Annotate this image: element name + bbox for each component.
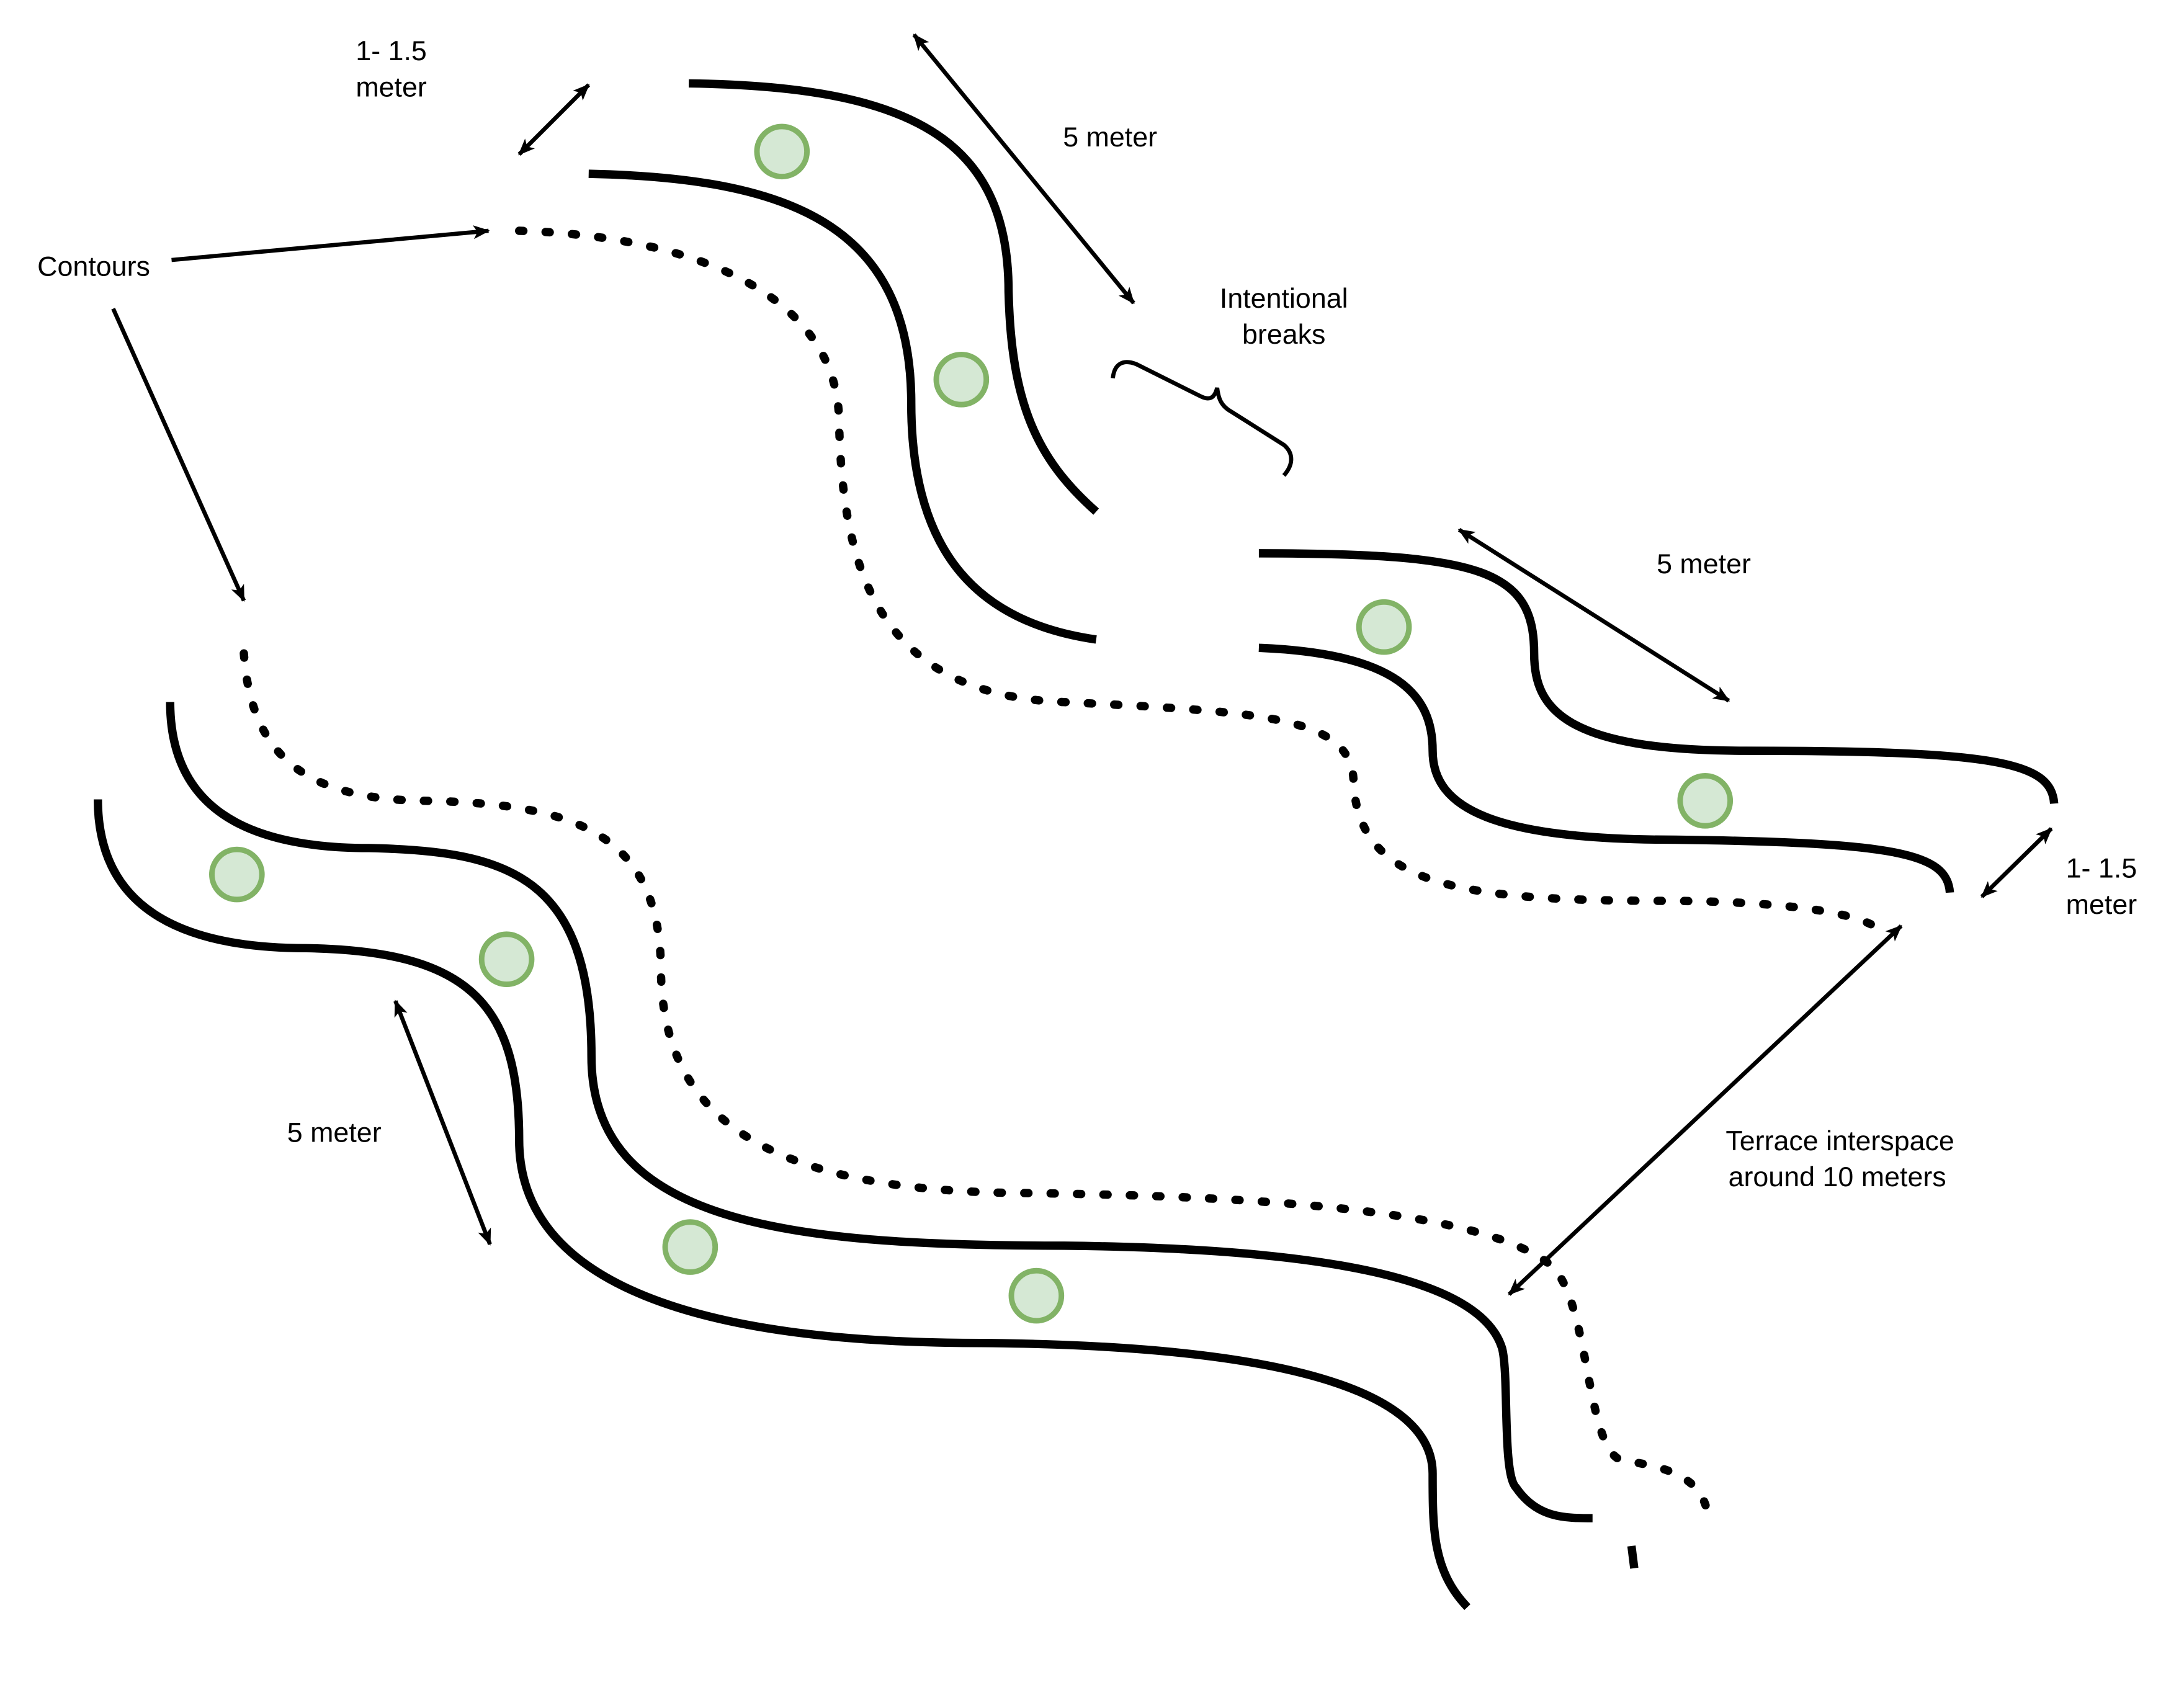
spacing-right-double-arrow — [1980, 827, 2053, 898]
contours-pointer-arrow-down — [111, 308, 246, 602]
lower-contour-dotted-line — [239, 649, 1711, 1513]
tree-circle — [1356, 599, 1412, 655]
spacing-top-double-arrow — [517, 83, 591, 156]
spacing-right-label-line2: meter — [2066, 889, 2137, 920]
tree-circle — [1008, 1267, 1065, 1324]
width-bottom-label: 5 meter — [287, 1117, 382, 1148]
spacing-top-label-line2: meter — [356, 71, 427, 102]
width-right-label: 5 meter — [1657, 548, 1751, 579]
spacing-right-label-line1: 1- 1.5 — [2066, 853, 2137, 884]
lower-terrace-outer-line — [94, 799, 1470, 1611]
upper-terrace-outer-line-b — [1258, 549, 2059, 804]
tree-circle — [933, 351, 990, 408]
tree-circle — [209, 846, 265, 903]
intentional-breaks-label-line2: breaks — [1242, 319, 1325, 350]
interspace-label-line2: around 10 meters — [1729, 1161, 1946, 1192]
spacing-top-label-line1: 1- 1.5 — [356, 35, 427, 66]
upper-terrace-inner-line-b — [1258, 643, 1954, 893]
intentional-breaks-brace — [1111, 360, 1294, 477]
tree-circle — [662, 1219, 718, 1275]
contours-pointer-arrow-top — [171, 225, 490, 262]
width-right-double-arrow — [1457, 527, 1730, 703]
tree-circle — [754, 123, 810, 180]
interspace-double-arrow — [1507, 924, 1903, 1296]
upper-contour-dotted-line — [515, 226, 1886, 936]
tree-circle — [1677, 772, 1734, 829]
upper-terrace-inner-line-a — [588, 169, 1097, 644]
intentional-breaks-label-line1: Intentional — [1220, 283, 1348, 314]
tree-circle — [478, 931, 535, 988]
contours-label: Contours — [37, 251, 150, 282]
width-top-label: 5 meter — [1063, 122, 1157, 153]
width-top-double-arrow — [912, 33, 1135, 305]
width-bottom-double-arrow — [393, 999, 492, 1246]
lower-terrace-inner-line — [166, 702, 1593, 1522]
lower-terrace-line-end-stub — [1627, 1545, 1639, 1569]
interspace-label-line1: Terrace interspace — [1725, 1125, 1954, 1156]
